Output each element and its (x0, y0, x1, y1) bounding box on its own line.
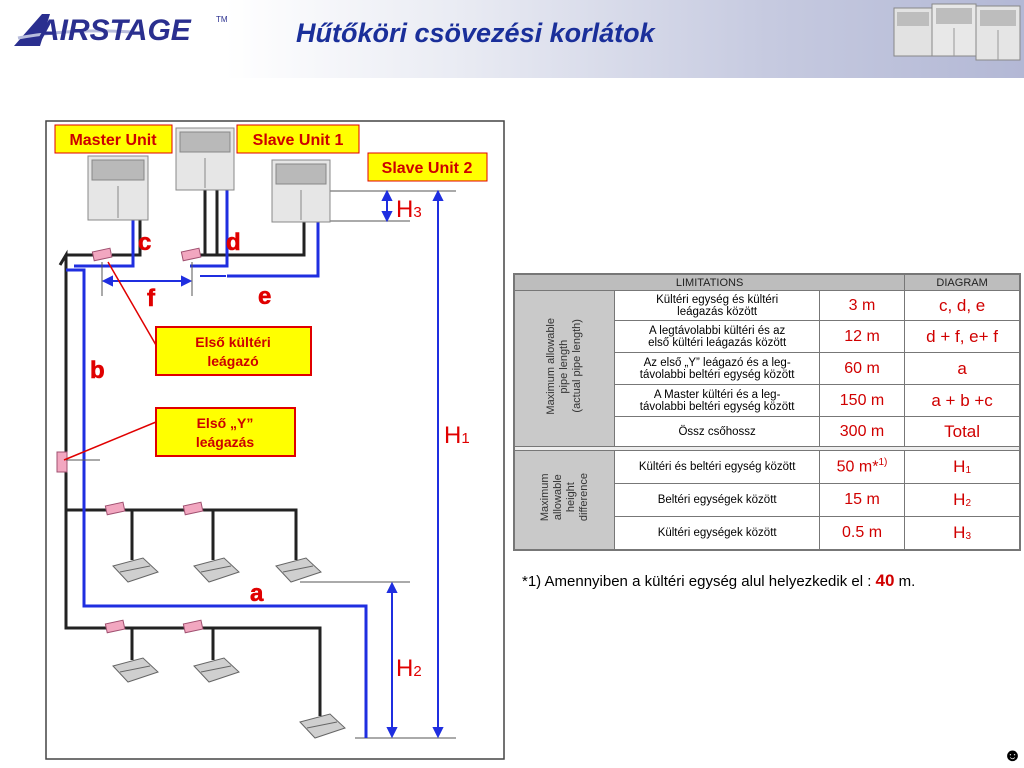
label-f: f (147, 285, 156, 312)
footnote: *1) Amennyiben a kültéri egység alul hel… (522, 571, 915, 591)
piping-diagram: Master Unit Slave Unit 1 Slave Unit 2 El… (45, 120, 505, 760)
airstage-logo: AIRSTAGE TM (14, 14, 228, 47)
branch-outdoor-2 (180, 247, 202, 262)
indoor-units (112, 557, 346, 739)
branch-indoor-4 (182, 619, 204, 634)
page-title: Hűtőköri csövezési korlátok (296, 18, 655, 48)
branch-indoor-1 (104, 501, 126, 516)
indoor-unit (193, 657, 240, 683)
outdoor-unit-master (87, 155, 149, 221)
first-outdoor-branch-line-2: leágazó (207, 353, 258, 369)
first-outdoor-branch-line-1: Első kültéri (195, 334, 270, 350)
row-value: 60 m (818, 352, 906, 385)
blue-pipes (66, 188, 368, 738)
svg-text:TM: TM (216, 15, 228, 24)
footnote-text: *1) Amennyiben a kültéri egység alul hel… (522, 573, 876, 590)
branch-indoor-2 (182, 501, 204, 516)
row-diagram: a + b +c (904, 384, 1021, 417)
row-desc: Kültéri és beltéri egység között (614, 450, 820, 484)
indoor-unit (299, 713, 346, 739)
header-diagram: DIAGRAM (904, 273, 1021, 291)
outdoor-unit-slave-1 (175, 127, 235, 191)
slave-unit-1-label: Slave Unit 1 (253, 132, 344, 149)
row-diagram: d + f, e+ f (904, 320, 1021, 353)
row-value: 150 m (818, 384, 906, 417)
indoor-unit (112, 557, 159, 583)
row-value: 12 m (818, 320, 906, 353)
master-unit-label-box (54, 124, 173, 154)
height-arrows (381, 189, 444, 739)
row-value: 0.5 m (818, 516, 906, 550)
label-b: b (90, 357, 105, 384)
row-desc: Az első „Y” leágazó és a leg-távolabbi b… (614, 352, 820, 385)
row-diagram: Total (904, 416, 1021, 447)
header-limitations: LIMITATIONS (513, 273, 906, 291)
label-a: a (250, 580, 264, 607)
first-y-branch-line-2: leágazás (196, 434, 255, 450)
label-e: e (258, 283, 271, 310)
logo-wordmark: AIRSTAGE (37, 14, 192, 47)
branch-y-first (56, 451, 68, 473)
outdoor-units-photo (893, 3, 1021, 61)
slave-unit-1-label-box (236, 124, 360, 154)
first-y-branch-box (155, 407, 296, 457)
master-unit-label: Master Unit (69, 132, 157, 149)
branch-outdoor-1 (91, 247, 113, 262)
label-c: c (138, 229, 151, 256)
outdoor-unit-slave-2 (271, 159, 331, 223)
first-outdoor-branch-box (155, 326, 312, 376)
slave-unit-2-label: Slave Unit 2 (382, 160, 473, 177)
footnote-value: 40 (875, 571, 895, 590)
row-value: 3 m (818, 290, 906, 321)
slave-unit-2-label-box (367, 152, 488, 182)
row-diagram: H3 (904, 516, 1021, 550)
indoor-unit (112, 657, 159, 683)
smiley-icon: ☻ (1003, 745, 1022, 765)
row-diagram: a (904, 352, 1021, 385)
row-desc: A Master kültéri és a leg-távolabbi belt… (614, 384, 820, 417)
row-value: 300 m (818, 416, 906, 447)
label-h3: H3 (396, 196, 422, 223)
row-desc: Kültéri egységek között (614, 516, 820, 550)
row-diagram: H1 (904, 450, 1021, 484)
first-y-branch-line-1: Első „Y” (197, 415, 254, 431)
row-diagram: c, d, e (904, 290, 1021, 321)
indoor-unit (275, 557, 322, 583)
row-value: 15 m (818, 483, 906, 517)
label-h2: H2 (396, 655, 422, 682)
label-h1: H1 (444, 422, 470, 449)
branch-indoor-3 (104, 619, 126, 634)
label-d: d (226, 229, 241, 256)
footnote-unit: m. (894, 573, 916, 590)
row-value: 50 m*1) (818, 450, 906, 484)
row-desc: Össz csőhossz (614, 416, 820, 447)
row-diagram: H2 (904, 483, 1021, 517)
indoor-unit (193, 557, 240, 583)
header-bar: AIRSTAGE TM Hűtőköri csövezési korlátok (0, 0, 1024, 78)
row-desc: Beltéri egységek között (614, 483, 820, 517)
